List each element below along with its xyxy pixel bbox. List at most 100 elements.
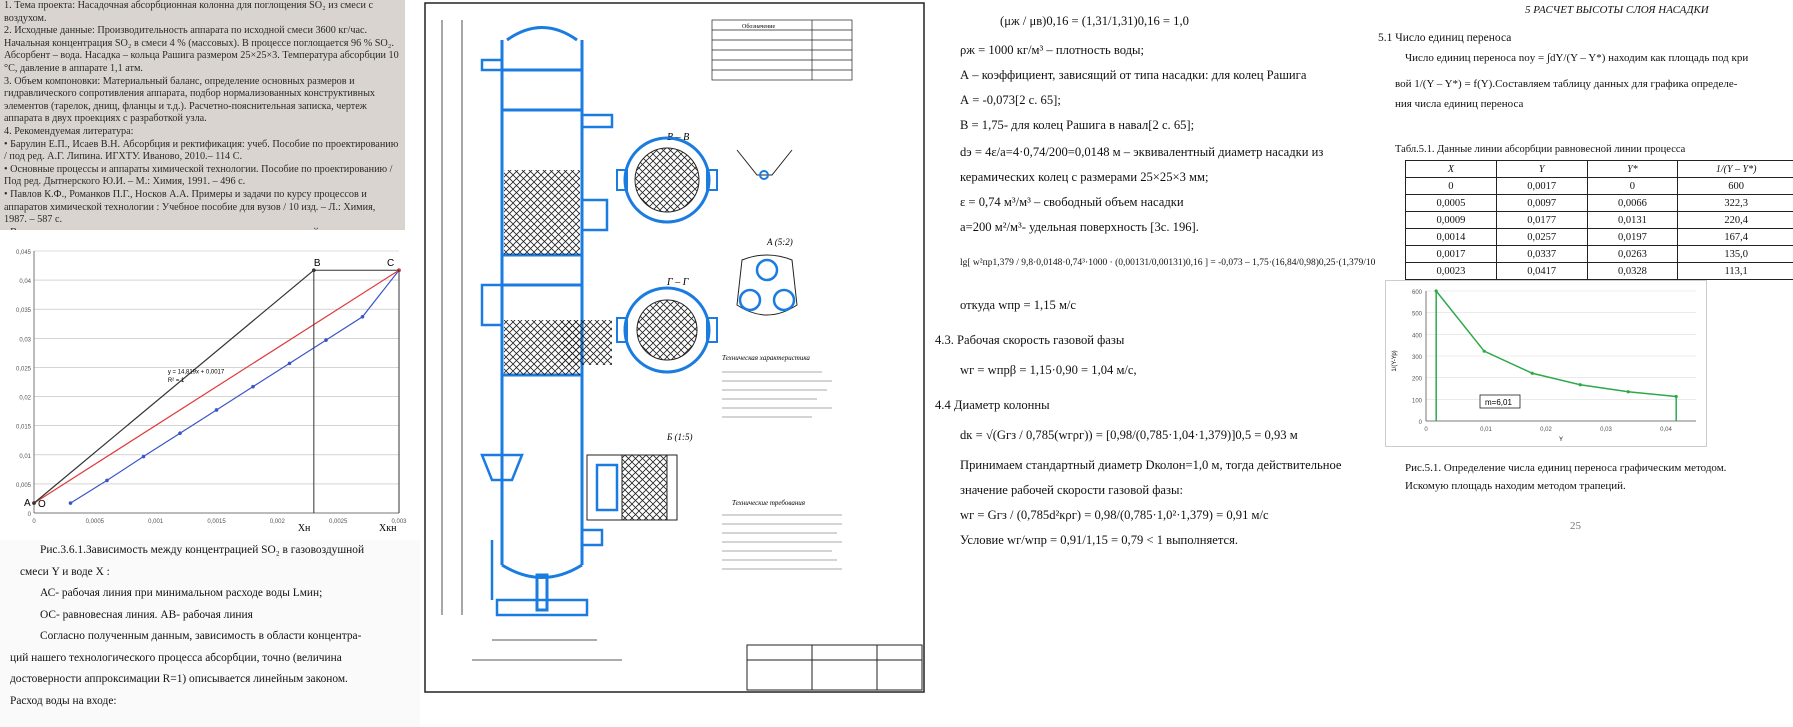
svg-text:В – В: В – В	[667, 132, 689, 143]
drawing-frame	[424, 2, 925, 693]
section-v-v: В – В	[616, 132, 718, 224]
y-tick-label: 600	[1412, 290, 1423, 296]
ring-size: керамических колец с размерами 25×25×3 м…	[960, 170, 1209, 184]
ntu-text-1: Число единиц переноса noy = ∫dY/(Y – Y*)…	[1405, 52, 1749, 64]
caption-line: Расход воды на входе:	[10, 694, 117, 707]
assignment-line: 2. Исходные данные: Производительность а…	[4, 25, 368, 37]
ntu-text-3: ния числа единиц переноса	[1395, 98, 1524, 110]
table-cell: 322,3	[1677, 194, 1793, 212]
spec-table	[711, 19, 853, 81]
table-cell: 113,1	[1677, 262, 1793, 280]
column-drawing: В – В Г – Г А (5:2) Б (1:5)	[422, 0, 927, 695]
y-tick-label: 0,04	[19, 279, 31, 285]
y-tick-label: 0,01	[19, 454, 31, 460]
assignment-line: аппарата в двух проекциях с разработкой …	[4, 113, 207, 125]
ntu-curve	[1435, 290, 1677, 398]
series-point	[251, 384, 255, 389]
ntu-point	[1674, 394, 1678, 399]
x-axis-label: Y	[1559, 437, 1563, 443]
assignment-line: гидравлического сопротивления аппарата, …	[4, 88, 376, 100]
series-line	[33, 269, 315, 504]
assignment-line: • Павлов К.Ф., Романков П.Г., Носков А.А…	[4, 188, 367, 200]
axis-label-xn: Xн	[298, 523, 311, 533]
trend-r2: R² = 1	[168, 378, 185, 384]
section-g-g: Г – Г	[616, 277, 718, 374]
table-cell: 0,0177	[1495, 211, 1588, 229]
x-tick-label: 0,02	[1540, 427, 1552, 433]
series-point	[287, 361, 292, 366]
detail-b: Б (1:5)	[586, 432, 693, 521]
assignment-line: воздухом.	[4, 12, 47, 24]
table-cell: 0,0097	[1495, 194, 1588, 212]
requirements-title: Технические требования	[732, 499, 805, 507]
requirements-lines	[722, 514, 842, 570]
table-cell: 135,0	[1677, 245, 1793, 263]
caption-line: смеси Y и воде X :	[20, 565, 110, 578]
table-title: Табл.5.1. Данные линии абсорбции равнове…	[1395, 144, 1686, 155]
table-cell: 0	[1405, 177, 1497, 195]
axis-label-xkn: Xкн	[379, 523, 397, 533]
flooding-velocity: откуда wпр = 1,15 м/с	[960, 298, 1076, 312]
y-tick-label: 0	[1419, 420, 1423, 426]
annotation-text: m=6,01	[1485, 398, 1512, 407]
series-line	[70, 269, 400, 504]
notes-lines	[722, 371, 832, 418]
standard-diameter: Принимаем стандартный диаметр Dколон=1,0…	[960, 458, 1342, 472]
table-cell: 0,0014	[1405, 228, 1497, 246]
table-cell: 0,0023	[1405, 262, 1497, 280]
packing-detail	[562, 320, 612, 365]
point-label: B	[314, 258, 321, 269]
viscosity-ratio: (μж / μв)0,16 = (1,31/1,31)0,16 = 1,0	[1000, 14, 1189, 28]
table-cell: 0,0328	[1586, 262, 1679, 280]
table-cell: 0,0197	[1586, 228, 1679, 246]
table-cell: 0,0263	[1586, 245, 1679, 263]
actual-velocity-label: значение рабочей скорости газовой фазы:	[960, 483, 1183, 497]
x-tick-label: 0,003	[391, 519, 407, 525]
y-tick-label: 0,005	[16, 483, 32, 489]
assignment-line: °С, давление в аппарате 1,1 атм.	[4, 62, 143, 74]
assignment-line: • Основные процессы и аппараты химическо…	[4, 163, 393, 175]
page-number: 25	[1570, 520, 1581, 532]
specific-surface: a=200 м²/м³- удельная поверхность [3с. 1…	[960, 220, 1199, 234]
coef-b-value: В = 1,75- для колец Рашига в навал[2 с. …	[960, 118, 1195, 132]
nozzles	[480, 58, 614, 600]
section-4-4: 4.4 Диаметр колонны	[935, 398, 1050, 412]
coef-a-value: А = -0,073[2 с. 65];	[960, 93, 1061, 107]
series-point	[324, 338, 328, 342]
y-tick-label: 400	[1412, 333, 1423, 339]
assignment-line: Начальная концентрация SO₂ в смеси 4 % (…	[4, 37, 394, 49]
packing-bed-upper	[504, 170, 580, 255]
column-diameter: dк = √(Gгз / 0,785(wгρг)) = [0,98/(0,785…	[960, 428, 1298, 442]
svg-text:Г – Г: Г – Г	[666, 277, 689, 288]
notes-title: Техническая характеристика	[722, 354, 810, 362]
y-tick-label: 0	[28, 512, 32, 518]
y-axis-label: 1/(Y-Yp)	[1392, 350, 1398, 371]
assignment-line: Абсорбент – вода. Насадка – кольца Рашиг…	[4, 50, 399, 62]
ntu-table-header: X Y Y* 1/(Y – Y*)	[1405, 160, 1793, 178]
table-cell: 0,0417	[1495, 262, 1588, 280]
x-tick-label: 0,0015	[207, 519, 226, 525]
assignment-line: • Выполнение курсового проекта по процес…	[4, 227, 405, 230]
figure-caption-block: Рис.3.6.1.Зависимость между концентрацие…	[0, 540, 420, 727]
table-cell: 600	[1677, 177, 1793, 195]
water-density: ρж = 1000 кг/м³ – плотность воды;	[960, 43, 1144, 57]
title-block	[746, 644, 923, 691]
x-tick-label: 0,01	[1480, 427, 1492, 433]
table-cell: 167,4	[1677, 228, 1793, 246]
series-point	[178, 431, 182, 436]
series-point	[68, 501, 73, 505]
caption-line: ОС- равновесная линия. АВ- рабочая линия	[40, 608, 253, 621]
detail-a: А (5:2)	[736, 237, 798, 316]
point-label: A	[24, 498, 31, 509]
working-velocity: wг = wпрβ = 1,15·0,90 = 1,04 м/с,	[960, 363, 1137, 377]
y-tick-label: 0,025	[16, 366, 32, 372]
nozzle-detail	[736, 149, 793, 180]
y-tick-label: 100	[1412, 398, 1423, 404]
subsection-5-1: 5.1 Число единиц переноса	[1378, 32, 1512, 44]
fig-caption-2: Искомую площадь находим методом трапеций…	[1405, 480, 1626, 492]
annotation-box	[1479, 394, 1521, 409]
